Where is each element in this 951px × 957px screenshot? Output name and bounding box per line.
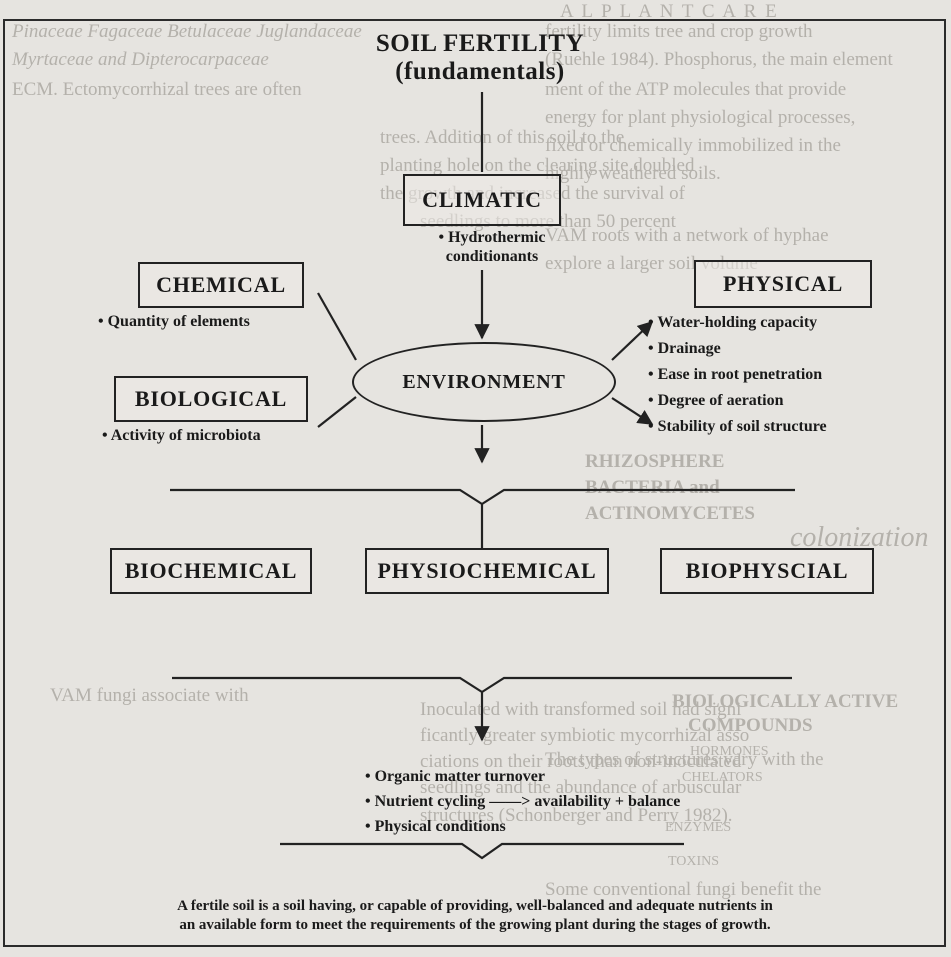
- arrow-environment-physical-upper: [611, 320, 654, 361]
- climatic-item: • Hydrothermic: [438, 229, 546, 246]
- biological-item: • Activity of microbiota: [102, 427, 261, 444]
- chemical-box: CHEMICAL: [138, 262, 304, 308]
- environment-label: ENVIRONMENT: [402, 370, 566, 393]
- climatic-label: CLIMATIC: [422, 187, 542, 212]
- connector-biological-environment: [317, 396, 357, 428]
- brace-upper: [170, 488, 795, 506]
- physical-box: PHYSICAL: [694, 260, 872, 308]
- physiochemical-label: PHYSIOCHEMICAL: [377, 558, 597, 583]
- brace-middle: [172, 676, 792, 694]
- process-nutrient-cycling: • Nutrient cycling ——> availability + ba…: [365, 793, 681, 810]
- biochemical-box: BIOCHEMICAL: [110, 548, 312, 594]
- physiochemical-box: PHYSIOCHEMICAL: [365, 548, 609, 594]
- definition-line-1: A fertile soil is a soil having, or capa…: [177, 898, 773, 914]
- diagram-frame: [3, 19, 946, 947]
- diagram-title: SOIL FERTILITY: [375, 30, 585, 57]
- physical-item-root: • Ease in root penetration: [648, 366, 823, 383]
- process-physical-conditions: • Physical conditions: [365, 818, 506, 835]
- biological-label: BIOLOGICAL: [134, 386, 288, 411]
- chemical-label: CHEMICAL: [156, 272, 286, 297]
- biochemical-label: BIOCHEMICAL: [124, 558, 298, 583]
- definition-line-2: an available form to meet the requiremen…: [179, 917, 771, 933]
- climatic-box: CLIMATIC: [403, 174, 561, 226]
- biological-box: BIOLOGICAL: [114, 376, 308, 422]
- environment-ellipse: ENVIRONMENT: [352, 342, 616, 422]
- diagram-subtitle: (fundamentals): [395, 58, 565, 85]
- process-organic-matter: • Organic matter turnover: [365, 768, 545, 785]
- arrow-environment-physical-lower: [611, 397, 654, 425]
- climatic-item-cont: conditionants: [445, 248, 539, 265]
- physical-label: PHYSICAL: [722, 271, 844, 296]
- biophysical-box: BIOPHYSCIAL: [660, 548, 874, 594]
- brace-lower: [280, 842, 684, 860]
- physical-item-stability: • Stability of soil structure: [648, 418, 827, 435]
- physical-item-aeration: • Degree of aeration: [648, 392, 784, 409]
- biophysical-label: BIOPHYSCIAL: [685, 558, 849, 583]
- physical-item-water: • Water-holding capacity: [648, 314, 818, 331]
- connector-chemical-environment: [317, 292, 357, 361]
- physical-item-drainage: • Drainage: [648, 340, 721, 357]
- chemical-item: • Quantity of elements: [98, 313, 250, 330]
